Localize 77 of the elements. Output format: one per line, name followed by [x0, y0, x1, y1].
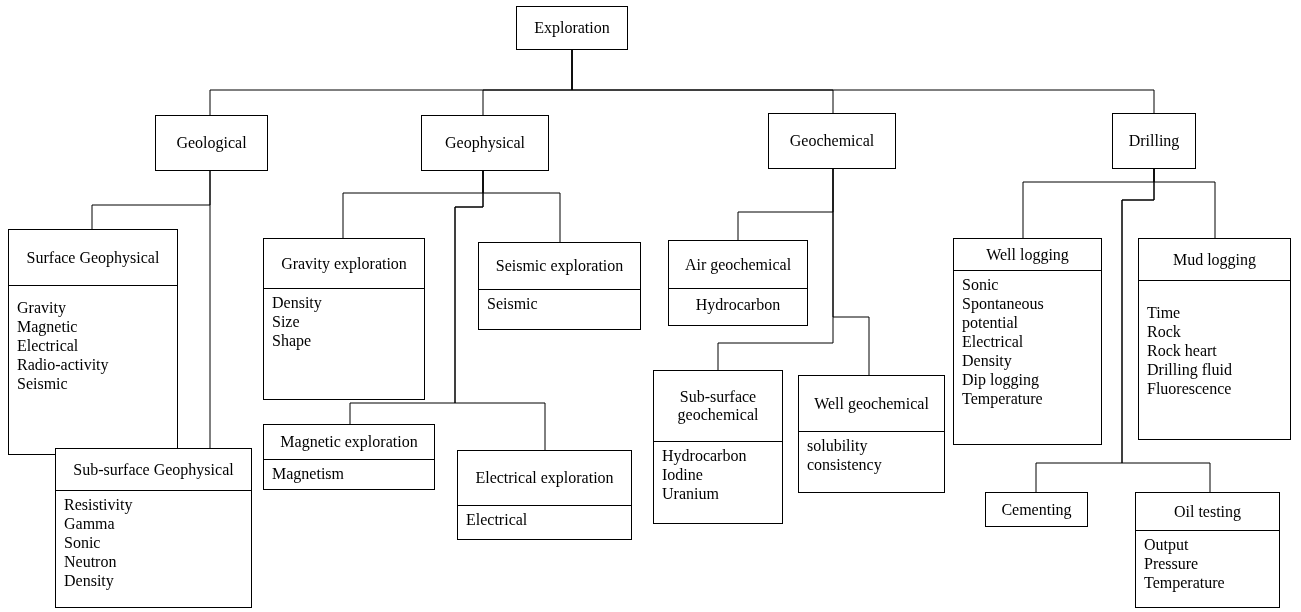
list-item: consistency — [807, 455, 882, 474]
category-box — [516, 6, 628, 50]
list-item: Output — [1144, 535, 1189, 554]
node-title: Seismic exploration — [495, 257, 624, 275]
category-box — [457, 450, 632, 540]
node-title: Electrical exploration — [475, 469, 614, 487]
connector-line — [832, 168, 870, 376]
list-item: Radio-activity — [17, 355, 109, 374]
list-item: Uranium — [662, 484, 719, 503]
connector-line — [454, 170, 546, 451]
category-box — [8, 229, 178, 455]
node-title: Geochemical — [789, 132, 875, 150]
node-title: Oil testing — [1173, 502, 1242, 521]
list-item: Temperature — [1144, 573, 1225, 592]
list-item: Rock heart — [1147, 341, 1217, 360]
list-item: Neutron — [64, 552, 117, 571]
list-item: Gravity — [17, 298, 66, 317]
list-item: Seismic — [487, 294, 538, 313]
node-title: Well logging — [986, 245, 1069, 264]
list-item: Resistivity — [64, 495, 133, 514]
category-box — [953, 238, 1102, 445]
category-box — [478, 242, 641, 330]
list-item: Density — [272, 293, 322, 312]
list-item: Hydrocarbon — [695, 295, 781, 314]
category-box — [1138, 238, 1291, 440]
list-item: Seismic — [17, 374, 68, 393]
list-item: Dip logging — [962, 370, 1039, 389]
list-item: Density — [64, 571, 114, 590]
node-title: Exploration — [534, 19, 610, 37]
node-title: Surface Geophysical — [26, 248, 160, 267]
node-title: Cementing — [1001, 500, 1072, 519]
list-item: Size — [272, 312, 300, 331]
node-title: Air geochemical — [684, 255, 792, 274]
connector-line — [1121, 168, 1211, 493]
category-box — [263, 424, 435, 490]
category-box — [1112, 113, 1196, 169]
category-box — [155, 115, 268, 171]
node-title: Magnetic exploration — [280, 433, 418, 451]
list-item: Rock — [1147, 322, 1181, 341]
node-title: Drilling — [1128, 132, 1180, 150]
list-item: Electrical — [962, 332, 1024, 351]
category-box — [1135, 492, 1280, 608]
list-item: Spontaneous potential — [962, 294, 1045, 332]
node-title: Geophysical — [445, 134, 525, 152]
node-title: Sub-surface Geophysical — [73, 460, 234, 479]
node-title: Gravity exploration — [281, 254, 407, 273]
list-item: Drilling fluid — [1147, 360, 1232, 379]
list-item: Electrical — [17, 336, 79, 355]
category-box — [653, 370, 783, 524]
list-item: Electrical — [466, 510, 528, 529]
list-item: Shape — [272, 331, 312, 350]
node-title: Sub-surface geochemical — [676, 388, 760, 424]
category-box — [798, 375, 945, 493]
list-item: Temperature — [962, 389, 1043, 408]
connector-line — [571, 49, 1155, 114]
category-box — [768, 113, 896, 169]
list-item: Sonic — [64, 533, 101, 552]
node-title: Mud logging — [1172, 250, 1257, 269]
list-item: Hydrocarbon — [662, 446, 747, 465]
list-item: Pressure — [1144, 554, 1199, 573]
list-item: Density — [962, 351, 1012, 370]
list-item: Fluorescence — [1147, 379, 1232, 398]
category-box — [421, 115, 549, 171]
node-title: Geological — [176, 134, 247, 152]
list-item: Magnetism — [272, 464, 344, 483]
list-item: Iodine — [662, 465, 703, 484]
list-item: Gamma — [64, 514, 115, 533]
connector-line — [209, 170, 211, 449]
category-box — [668, 240, 808, 326]
list-item: Time — [1147, 303, 1181, 322]
list-item: Magnetic — [17, 317, 78, 336]
list-item: solubility — [807, 436, 868, 455]
list-item: Sonic — [962, 275, 999, 294]
category-box — [55, 448, 252, 608]
category-box — [263, 238, 425, 400]
category-box — [985, 492, 1088, 527]
node-title: Well geochemical — [814, 394, 929, 413]
